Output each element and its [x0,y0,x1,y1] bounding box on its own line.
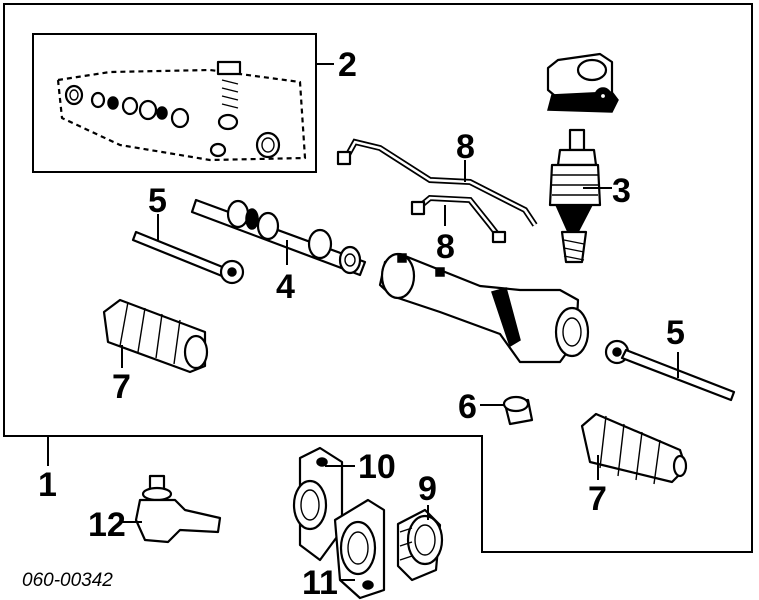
catalog-number: 060-00342 [22,570,113,591]
tie-rod-end [134,474,222,544]
mounting-bracket-10 [292,446,344,562]
assembly-boundary [3,3,753,553]
callout-8-lower: 8 [436,228,455,266]
callout-7-right: 7 [588,480,607,518]
callout-labels: 1 2 3 4 5 5 6 7 7 8 8 9 10 11 12 [38,46,685,600]
callout-2: 2 [338,46,357,84]
callout-9: 9 [418,470,437,508]
boot-right [580,412,688,485]
boot-left [102,298,209,374]
callout-5-left: 5 [148,182,167,220]
seal-kit-inset-box [32,33,317,173]
inner-tie-rod-left [131,230,245,285]
leader-lines [47,63,679,581]
pressure-lines [336,138,538,244]
mount-grommet [396,508,444,582]
rack-housing [378,252,590,364]
callout-1: 1 [38,466,57,504]
rack-shaft [190,198,367,277]
callout-8-upper: 8 [456,128,475,166]
callout-12: 12 [88,506,126,544]
seal-kit-parts [56,60,307,162]
bushing [502,395,534,426]
pinion-valve-assembly [548,128,602,264]
valve-housing [546,52,619,113]
callout-4: 4 [276,268,295,306]
callout-5-right: 5 [666,314,685,352]
callout-10: 10 [358,448,396,486]
callout-6: 6 [458,388,477,426]
callout-3: 3 [612,172,631,210]
callout-11: 11 [302,564,338,600]
callout-7-left: 7 [112,368,131,406]
mounting-bracket-11 [333,498,386,600]
